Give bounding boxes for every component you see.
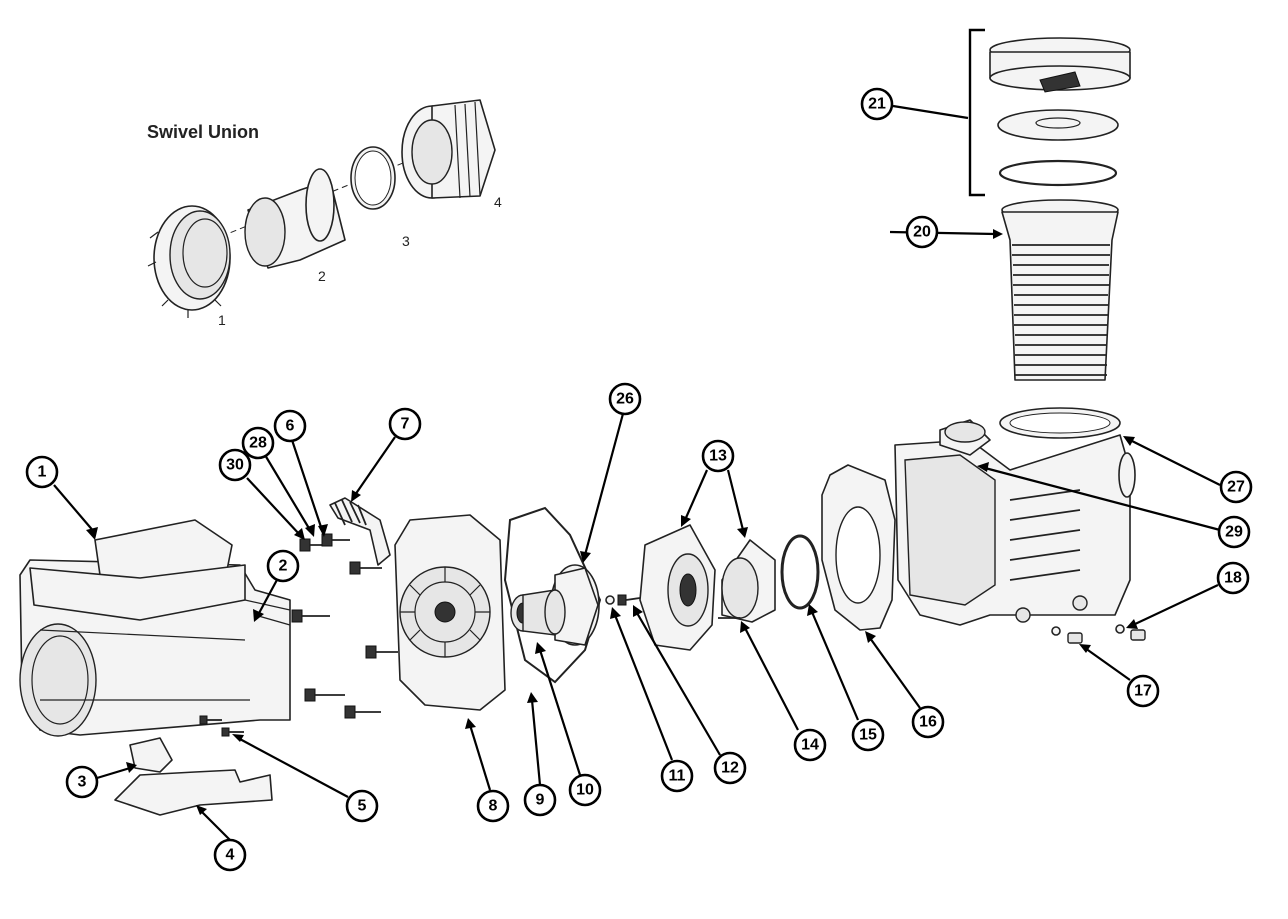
inset-label-2: 2 [318,268,326,284]
drain-plugs-drawing [1051,624,1146,644]
washer-drawing [605,595,615,605]
callout-29-text: 29 [1225,524,1243,541]
callout-12-text: 12 [721,760,739,777]
motor-foot-pad-drawing [129,737,173,773]
callout-21-text: 21 [868,96,886,113]
callout-6: 6 [273,409,307,443]
impeller-drawing [510,564,600,646]
diffuser-drawing [639,524,776,651]
callout-30-text: 30 [226,457,244,474]
callout-7: 7 [388,407,422,441]
callout-16-text: 16 [919,714,937,731]
callout-8: 8 [476,789,510,823]
callout-12: 12 [713,751,747,785]
swivel-union-title: Swivel Union [147,122,259,142]
seal-plate-drawing [394,514,506,711]
callout-7-text: 7 [401,416,410,433]
leader-lines [53,104,1221,841]
callout-30: 30 [218,448,252,482]
lid-assembly-drawing [989,37,1131,187]
callout-15-text: 15 [859,727,877,744]
callout-1: 1 [25,455,59,489]
callout-26: 26 [608,382,642,416]
callout-15: 15 [851,718,885,752]
callout-17: 17 [1126,674,1160,708]
callout-2-text: 2 [279,558,288,575]
inset-label-4: 4 [494,194,502,210]
swivel-union-inset: Swivel Union 1 2 3 4 [147,99,502,328]
housing-gasket-drawing [821,464,896,631]
callout-20: 20 [905,215,939,249]
callouts: 1 2 3 4 5 6 7 8 9 10 11 12 13 14 15 16 1… [25,87,1253,872]
callout-10-text: 10 [576,782,594,799]
callout-3: 3 [65,765,99,799]
callout-17-text: 17 [1134,683,1152,700]
strainer-basket-drawing [1001,199,1119,381]
callout-5-text: 5 [358,798,367,815]
tailpiece-drawing [244,168,346,269]
callout-16: 16 [911,705,945,739]
callout-29: 29 [1217,515,1251,549]
clamp-handle-drawing [329,497,391,566]
callout-18: 18 [1216,561,1250,595]
callout-11: 11 [660,759,694,793]
callout-18-text: 18 [1224,570,1242,587]
callout-26-text: 26 [616,391,634,408]
union-nut-drawing [147,205,231,318]
motor-base-drawing [114,769,273,816]
callout-2: 2 [266,549,300,583]
callout-13-text: 13 [709,448,727,465]
callout-13: 13 [701,439,735,473]
callout-4: 4 [213,838,247,872]
callout-9: 9 [523,783,557,817]
callout-14-text: 14 [801,737,819,754]
callout-28: 28 [241,426,275,460]
callout-11-text: 11 [669,768,686,785]
callout-4-text: 4 [226,847,235,864]
callout-27: 27 [1219,470,1253,504]
pump-housing-drawing [894,407,1136,626]
callout-20-text: 20 [913,224,931,241]
callout-28-text: 28 [249,435,267,452]
callout-9-text: 9 [536,792,545,809]
union-body-drawing [401,99,496,199]
callout-3-text: 3 [78,774,87,791]
diffuser-o-ring-drawing [780,534,820,610]
inset-label-3: 3 [402,233,410,249]
callout-10: 10 [568,773,602,807]
callout-8-text: 8 [489,798,498,815]
callout-6-text: 6 [286,418,295,435]
callout-14: 14 [793,728,827,762]
callout-5: 5 [345,789,379,823]
lid-bracket [968,28,985,197]
inset-label-1: 1 [218,312,226,328]
impeller-screw-drawing [617,594,641,606]
motor-drawing [19,519,291,737]
callout-21: 21 [860,87,894,121]
callout-27-text: 27 [1227,479,1245,496]
callout-1-text: 1 [38,464,47,481]
bolts-drawing [199,533,398,737]
